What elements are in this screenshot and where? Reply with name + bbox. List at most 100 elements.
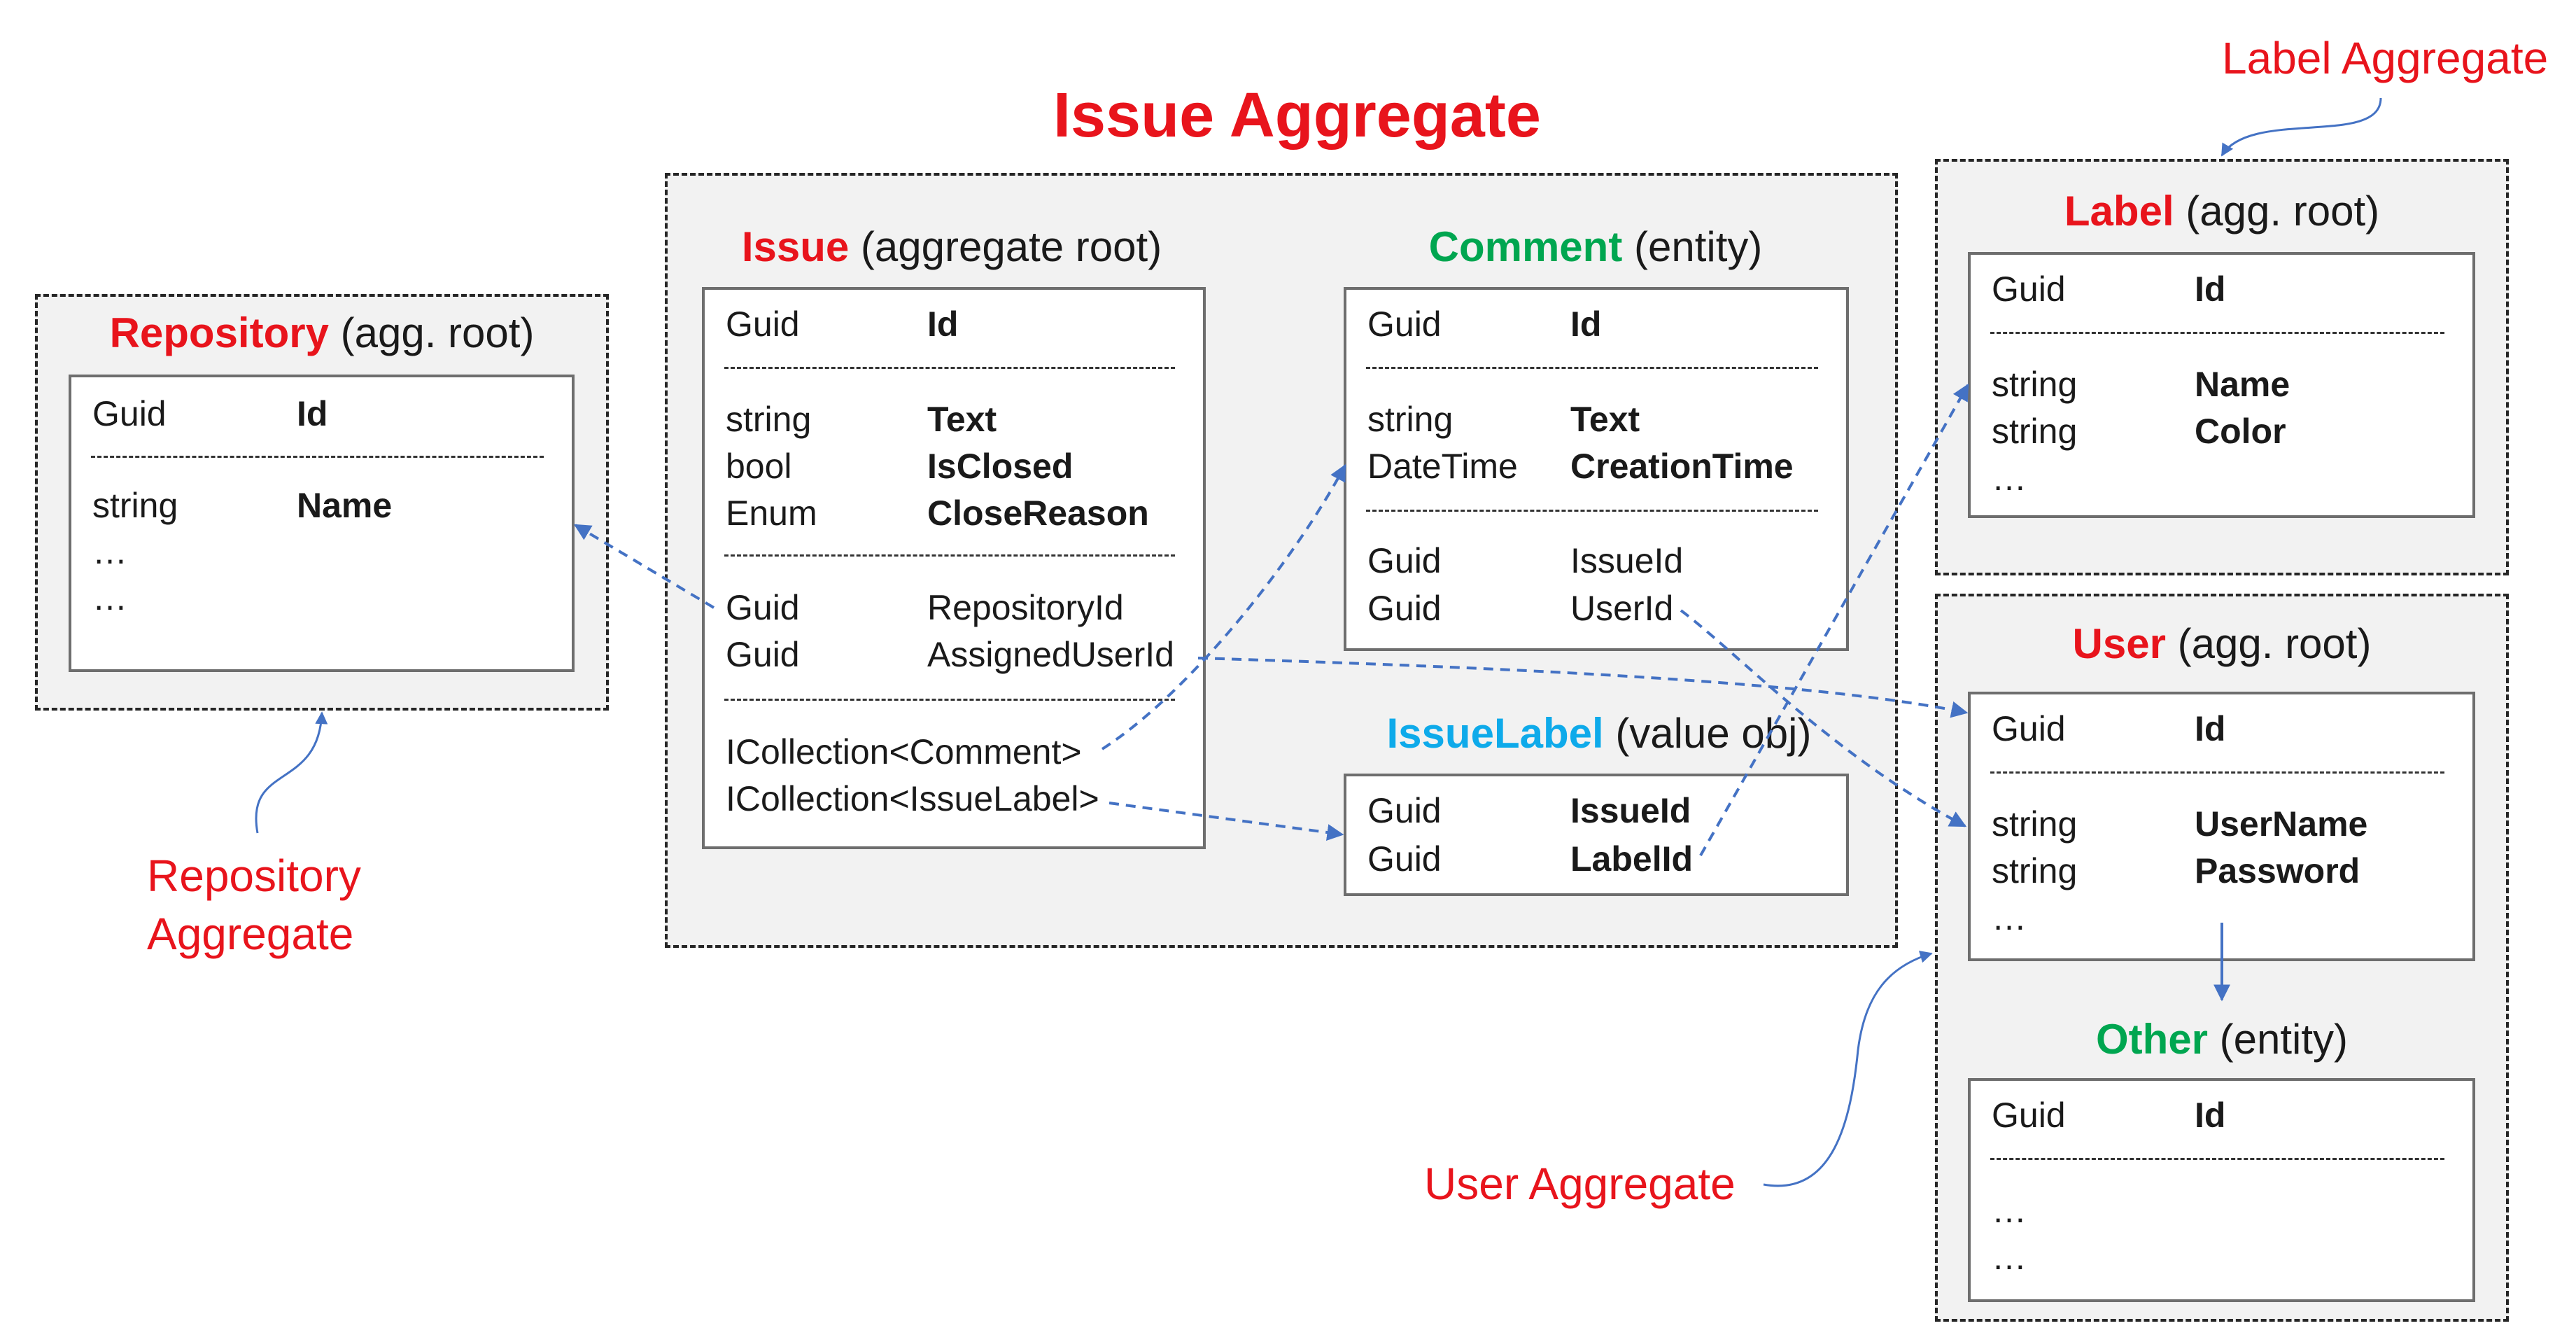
assigneduserid-to-user-arrow [1197, 657, 1969, 718]
user-aggregate-pointer [1763, 951, 1933, 1187]
field-type: ICollection<IssueLabel> [726, 779, 1099, 818]
field-separator [724, 699, 1175, 701]
field-name: IssueId [1570, 791, 1691, 830]
field-name: Name [2195, 365, 2290, 404]
issue-entity-box: Guid Id string Text bool IsClosed Enum C… [702, 287, 1206, 849]
field-type: DateTime [1367, 447, 1518, 486]
field-type: … [92, 532, 127, 571]
comment-entity-box: Guid Id string Text DateTime CreationTim… [1344, 287, 1849, 651]
field-type: Guid [1367, 839, 1442, 879]
field-separator [724, 367, 1175, 369]
field-type: Guid [726, 588, 800, 627]
field-name: Id [927, 305, 959, 344]
label-entity-title: Label (agg. root) [1935, 190, 2509, 232]
field-type: Guid [92, 394, 167, 433]
field-type: string [1992, 365, 2078, 404]
field-name: Id [2195, 709, 2226, 748]
user-kind: (agg. root) [2177, 620, 2372, 667]
field-type: Guid [726, 305, 800, 344]
field-type: Enum [726, 494, 817, 533]
field-name: Id [297, 394, 328, 433]
field-name: IssueId [1570, 541, 1684, 580]
label-aggregate-callout: Label Aggregate [2222, 33, 2549, 83]
field-name: UserName [2195, 804, 2368, 844]
field-type: string [1992, 412, 2078, 451]
other-name: Other [2095, 1016, 2208, 1063]
field-type: string [1992, 851, 2078, 890]
issuelabels-collection-to-issuelabel-arrow [1108, 802, 1344, 841]
field-name: AssignedUserId [927, 635, 1174, 674]
field-name: Id [1570, 305, 1602, 344]
field-type: bool [726, 447, 792, 486]
comment-kind: (entity) [1633, 223, 1763, 270]
field-type: string [1367, 400, 1454, 439]
field-name: Name [297, 486, 393, 525]
comment-userid-to-user-arrow [1680, 609, 1967, 827]
repository-kind: (agg. root) [340, 309, 535, 356]
field-name: LabelId [1570, 839, 1694, 879]
field-name: CreationTime [1570, 447, 1794, 486]
field-type: Guid [1367, 791, 1442, 830]
field-separator [91, 456, 544, 458]
label-kind: (agg. root) [2186, 188, 2380, 235]
repository-entity-title: Repository (agg. root) [35, 312, 609, 354]
field-type: … [1992, 1238, 2027, 1277]
other-kind: (entity) [2219, 1016, 2349, 1063]
repositoryid-to-repository-arrow [573, 524, 715, 609]
comment-entity-title: Comment (entity) [1344, 226, 1847, 268]
user-aggregate-callout: User Aggregate [1424, 1159, 1736, 1209]
field-separator [1990, 1158, 2444, 1160]
field-name: CloseReason [927, 494, 1149, 533]
field-type: Guid [1992, 1096, 2066, 1135]
field-name: Text [1570, 400, 1640, 439]
field-type: string [726, 400, 812, 439]
field-name: Password [2195, 851, 2360, 890]
field-separator [1366, 510, 1818, 512]
field-separator [724, 554, 1175, 557]
field-type: Guid [1367, 541, 1442, 580]
field-type: string [1992, 804, 2078, 844]
repository-entity-box: Guid Id string Name … … [69, 375, 575, 672]
field-type: ICollection<Comment> [726, 732, 1082, 771]
issue-aggregate-title: Issue Aggregate [1053, 81, 1541, 151]
other-entity-title: Other (entity) [1935, 1019, 2509, 1061]
issue-name: Issue [741, 223, 850, 270]
repository-name: Repository [109, 309, 329, 356]
issuelabel-labelid-to-label-arrow [1699, 383, 1969, 856]
field-type: Guid [1367, 589, 1442, 628]
issue-kind: (aggregate root) [860, 223, 1162, 270]
field-name: Id [2195, 270, 2226, 309]
repository-aggregate-pointer [255, 711, 328, 834]
other-entity-box: Guid Id … … [1968, 1078, 2475, 1302]
field-separator [1990, 332, 2444, 334]
label-aggregate-pointer [2220, 97, 2382, 157]
field-name: Id [2195, 1096, 2226, 1135]
field-name: IsClosed [927, 447, 1074, 486]
field-separator [1366, 367, 1818, 369]
field-type: … [1992, 459, 2027, 498]
field-type: Guid [1992, 270, 2066, 309]
field-type: Guid [726, 635, 800, 674]
label-name: Label [2064, 188, 2174, 235]
repository-aggregate-callout: Repository Aggregate [147, 851, 361, 960]
field-type: … [1992, 1191, 2027, 1230]
field-name: Text [927, 400, 997, 439]
field-type: Guid [1992, 709, 2066, 748]
field-name: UserId [1570, 589, 1674, 628]
field-name: RepositoryId [927, 588, 1124, 627]
user-entity-box: Guid Id string UserName string Password … [1968, 692, 2475, 961]
field-type: Guid [1367, 305, 1442, 344]
field-type: … [1992, 898, 2027, 937]
field-name: Color [2195, 412, 2286, 451]
field-type: string [92, 486, 178, 525]
issuelabel-name: IssueLabel [1386, 710, 1604, 757]
issue-entity-title: Issue (aggregate root) [700, 226, 1204, 268]
comments-collection-to-comment-arrow [1101, 463, 1346, 750]
comment-name: Comment [1428, 223, 1623, 270]
user-name: User [2072, 620, 2166, 667]
user-entity-title: User (agg. root) [1935, 623, 2509, 665]
issuelabel-entity-box: Guid IssueId Guid LabelId [1344, 774, 1849, 896]
field-type: … [92, 578, 127, 617]
label-entity-box: Guid Id string Name string Color … [1968, 252, 2475, 518]
